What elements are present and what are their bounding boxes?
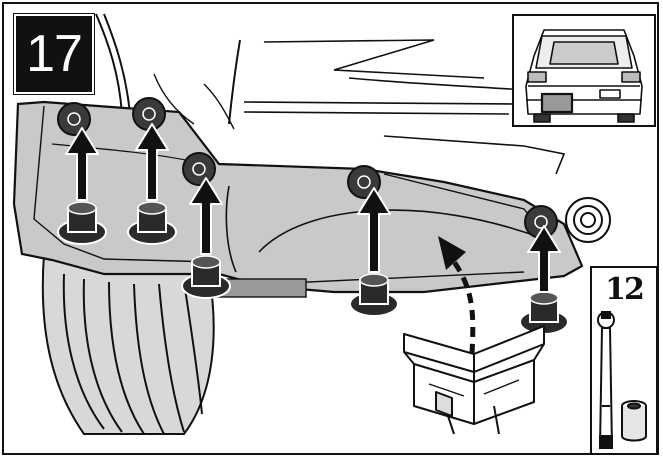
underbody-shield-panel bbox=[14, 102, 582, 297]
ratchet-handle-icon bbox=[598, 312, 614, 448]
ratchet-and-socket bbox=[592, 306, 656, 455]
step-number-badge: 17 bbox=[14, 14, 94, 94]
instruction-illustration: 17 12 bbox=[2, 2, 659, 455]
toolbox-icon bbox=[404, 326, 544, 434]
socket-icon bbox=[622, 401, 646, 441]
exhaust-pipe bbox=[566, 198, 610, 242]
car-rear-view-inset bbox=[512, 14, 656, 127]
socket-size-label: 12 bbox=[592, 272, 656, 307]
tool-size-inset: 12 bbox=[590, 266, 658, 455]
car-rear-view-icon bbox=[514, 16, 654, 125]
